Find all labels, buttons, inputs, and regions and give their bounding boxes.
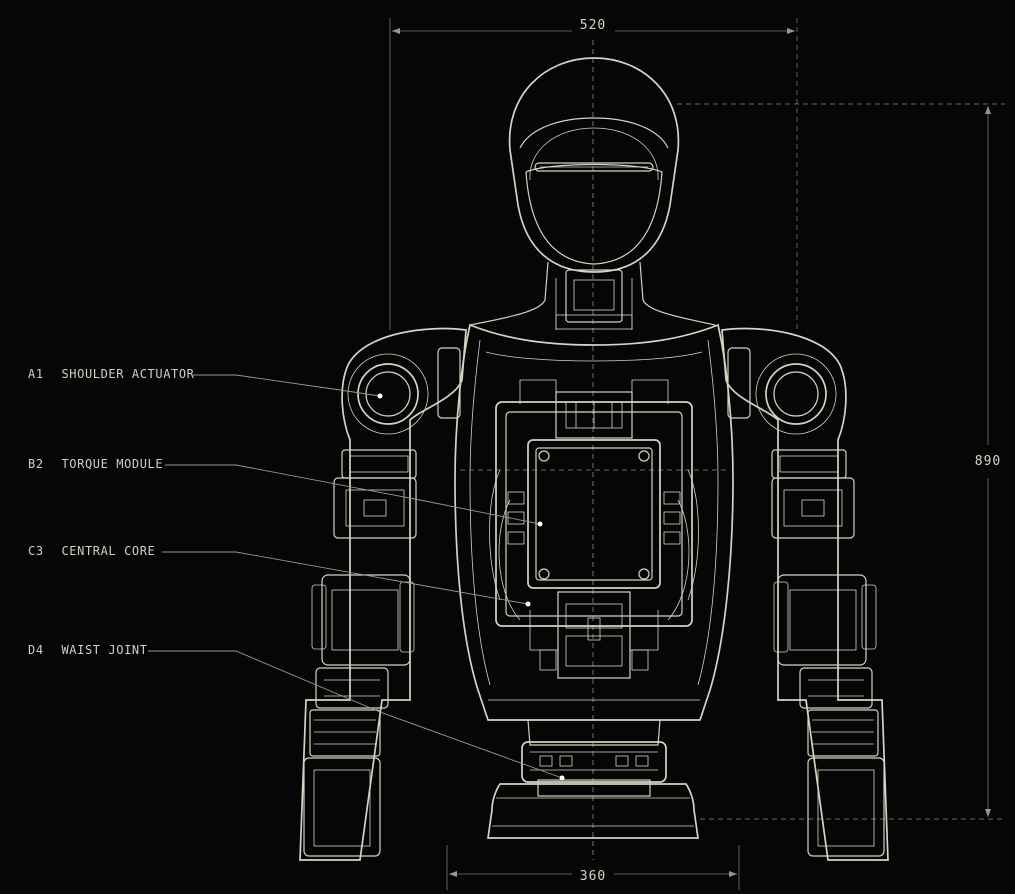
callout-marker — [525, 601, 531, 607]
dimension-width-top: 520 — [580, 18, 606, 33]
robot-base — [487, 783, 699, 839]
callout-marker — [377, 393, 383, 399]
dimension-bottom: 360 — [446, 845, 740, 890]
dimension-width-bottom: 360 — [580, 869, 606, 884]
callout-c3: C3 CENTRAL CORE — [28, 544, 531, 607]
callout-marker — [559, 775, 565, 781]
callout-d4: D4 WAIST JOINT — [28, 643, 565, 781]
callout-marker — [537, 521, 543, 527]
waist-joint-assembly — [521, 719, 667, 797]
dimension-height-right: 890 — [975, 454, 1001, 469]
callout-label: TORQUE MODULE — [61, 457, 163, 471]
robot-torso — [454, 323, 734, 721]
right-arm — [721, 327, 889, 861]
svg-text:A1 SHOULDER ACTUATOR: A1 SHOULDER ACTUATOR — [28, 367, 195, 381]
callout-label: WAIST JOINT — [61, 643, 147, 657]
callout-b2: B2 TORQUE MODULE — [28, 457, 543, 527]
callout-label: CENTRAL CORE — [61, 544, 155, 558]
left-arm — [299, 327, 467, 861]
callout-code: B2 — [28, 457, 44, 471]
svg-text:C3 CENTRAL CORE: C3 CENTRAL CORE — [28, 544, 155, 558]
callout-code: A1 — [28, 367, 44, 381]
dimension-top: 520 — [389, 18, 798, 330]
callout-code: D4 — [28, 643, 44, 657]
callout-a1: A1 SHOULDER ACTUATOR — [28, 367, 383, 399]
robot-head — [508, 57, 680, 273]
callout-code: C3 — [28, 544, 44, 558]
central-core-unit — [489, 379, 699, 679]
robot-neck — [469, 261, 716, 330]
svg-text:D4 WAIST JOINT: D4 WAIST JOINT — [28, 643, 148, 657]
dimension-right: 890 — [677, 103, 1005, 820]
callout-label: SHOULDER ACTUATOR — [61, 367, 194, 381]
svg-text:B2 TORQUE MODULE: B2 TORQUE MODULE — [28, 457, 163, 471]
